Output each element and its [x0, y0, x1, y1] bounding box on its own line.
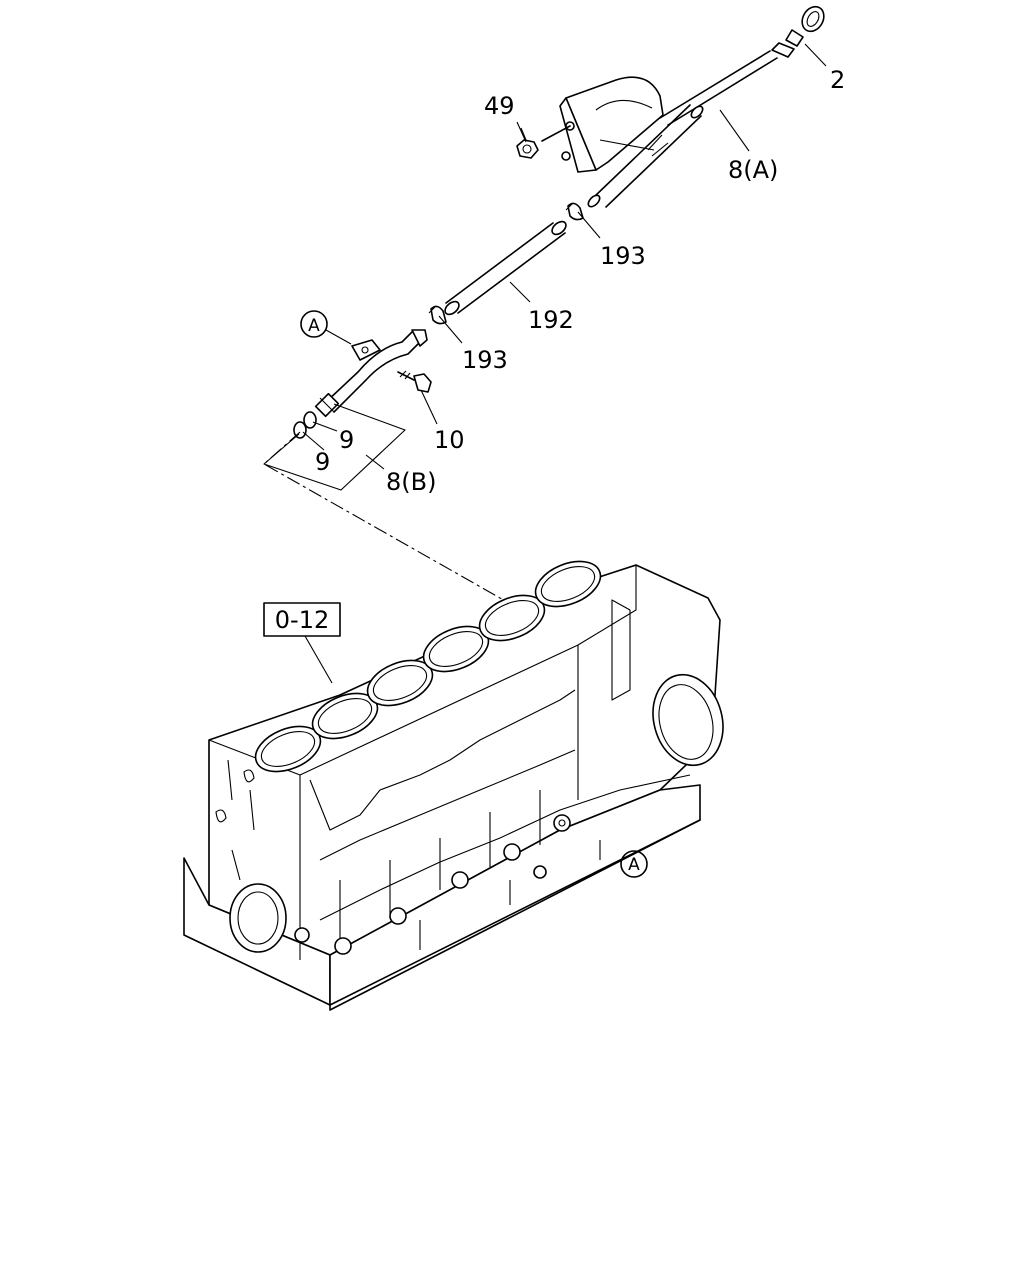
label-0-12: 0-12 — [275, 606, 329, 634]
group-bracket — [263, 403, 406, 491]
bolt — [397, 370, 432, 393]
dipstick-assembly — [659, 5, 825, 126]
guide-tube-upper — [587, 104, 704, 208]
label-a-top: A — [308, 316, 320, 336]
label-192: 192 — [528, 306, 574, 334]
label-8b: 8(B) — [386, 468, 436, 496]
label-193-lower: 193 — [462, 346, 508, 374]
ref-circle-top — [300, 310, 328, 338]
block-ref-frame — [263, 602, 341, 637]
bracket — [541, 76, 664, 173]
clip-upper — [565, 202, 584, 221]
label-2: 2 — [830, 66, 845, 94]
cylinder-block — [183, 560, 724, 1011]
label-8a: 8(A) — [728, 156, 778, 184]
label-193-upper: 193 — [600, 242, 646, 270]
guide-tube-lower — [314, 329, 428, 418]
label-49: 49 — [484, 92, 515, 120]
label-9-b: 9 — [315, 448, 330, 476]
o-rings — [293, 411, 317, 439]
label-10: 10 — [434, 426, 465, 454]
label-9-a: 9 — [339, 426, 354, 454]
ref-circle-block — [620, 850, 648, 878]
label-a-block: A — [628, 855, 640, 875]
nut — [516, 127, 539, 159]
hose — [444, 220, 567, 316]
